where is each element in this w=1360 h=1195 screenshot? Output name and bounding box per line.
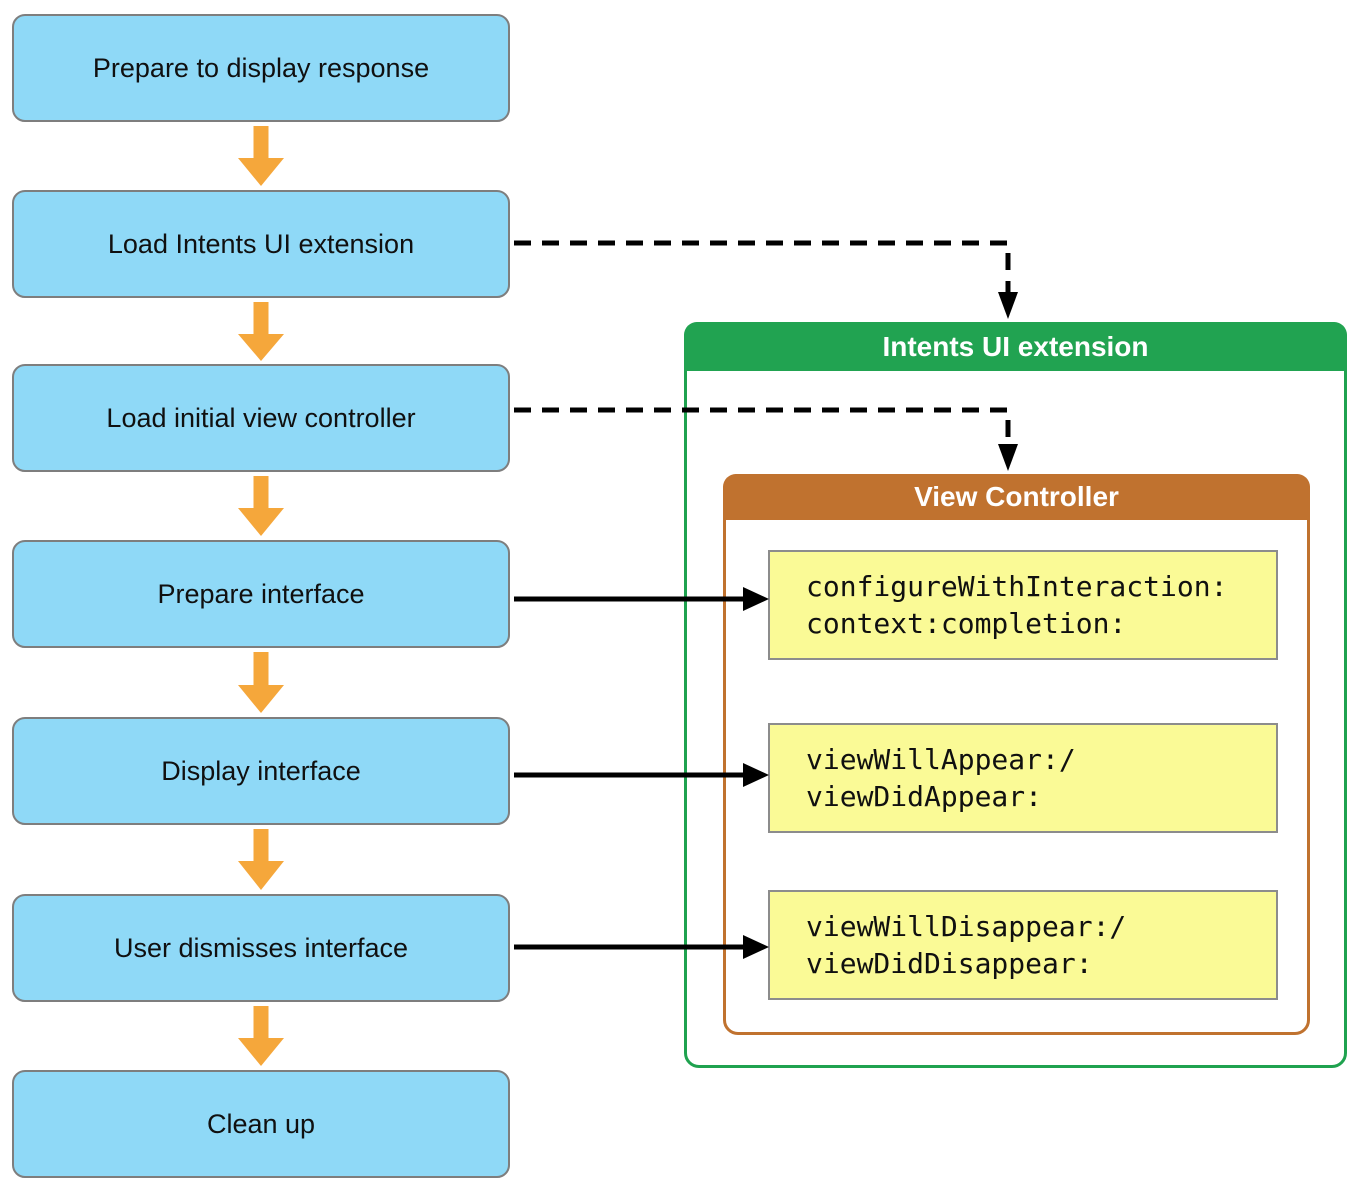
view-controller-header: View Controller: [723, 474, 1310, 520]
flow-step-label: Load Intents UI extension: [107, 228, 415, 259]
flow-step-user-dismisses: User dismisses interface: [12, 894, 510, 1002]
method-line: viewWillAppear:/: [806, 743, 1076, 776]
method-line: viewDidDisappear:: [806, 947, 1093, 980]
flow-step-display-interface: Display interface: [12, 717, 510, 825]
flow-step-label: Clean up: [206, 1108, 316, 1139]
flow-step-label: Display interface: [161, 755, 361, 786]
flow-step-load-initial-vc: Load initial view controller: [12, 364, 510, 472]
flow-step-prepare-response: Prepare to display response: [12, 14, 510, 122]
intents-ui-extension-header: Intents UI extension: [684, 322, 1347, 371]
flow-step-label: Prepare to display response: [92, 52, 430, 83]
intents-ui-extension-title: Intents UI extension: [882, 330, 1149, 362]
method-box-disappear: viewWillDisappear:/ viewDidDisappear:: [768, 890, 1278, 1000]
flow-step-prepare-interface: Prepare interface: [12, 540, 510, 648]
dashed-arrow-load-extension: [514, 240, 1018, 319]
method-line: configureWithInteraction:: [806, 570, 1228, 603]
method-box-configure: configureWithInteraction: context:comple…: [768, 550, 1278, 660]
flow-step-load-extension: Load Intents UI extension: [12, 190, 510, 298]
flow-step-clean-up: Clean up: [12, 1070, 510, 1178]
view-controller-title: View Controller: [914, 481, 1119, 512]
method-line: viewWillDisappear:/: [806, 910, 1127, 943]
flow-step-label: Prepare interface: [157, 578, 365, 609]
method-line: viewDidAppear:: [806, 780, 1043, 813]
method-box-appear: viewWillAppear:/ viewDidAppear:: [768, 723, 1278, 833]
method-line: context:completion:: [806, 607, 1127, 640]
flow-step-label: Load initial view controller: [106, 402, 416, 433]
flow-step-label: User dismisses interface: [113, 932, 409, 963]
